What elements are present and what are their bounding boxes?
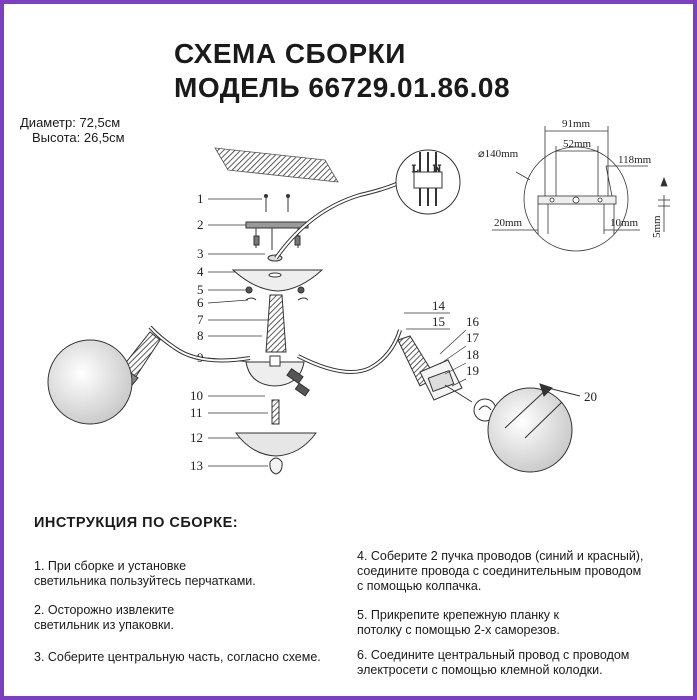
- left-arm: [113, 325, 251, 391]
- plate-dimension-labels: 91mm 52mm ⌀140mm 118mm 20mm 10mm 5mm: [478, 118, 663, 238]
- part-label-15: 15: [432, 314, 445, 329]
- height-spec: Высота: 26,5см: [32, 130, 125, 145]
- connector-n-label: N: [433, 163, 441, 175]
- diameter-spec: Диаметр: 72,5см: [20, 115, 121, 130]
- instruction-step-1: 1. При сборке и установке светильника по…: [34, 559, 256, 588]
- part-label-5: 5: [197, 282, 204, 297]
- assembly-diagram: 1 2 3 4 5 6 7 8 9 10 11 12 13: [47, 118, 670, 475]
- instruction-step-4: 4. Соберите 2 пучка проводов (синий и кр…: [357, 549, 644, 593]
- part-label-18: 18: [466, 347, 479, 362]
- part-label-8: 8: [197, 328, 204, 343]
- instruction-step-6: 6. Соедините центральный провод с провод…: [357, 648, 630, 677]
- part-label-4: 4: [197, 264, 204, 279]
- part-label-7: 7: [197, 312, 204, 327]
- wire-detail: L N: [274, 149, 461, 260]
- part-label-12: 12: [190, 430, 203, 445]
- dim-91: 91mm: [562, 118, 591, 130]
- part-label-1: 1: [197, 191, 204, 206]
- part-label-16: 16: [466, 314, 480, 329]
- dim-118: 118mm: [618, 154, 652, 166]
- instruction-step-3: 3. Соберите центральную часть, согласно …: [34, 650, 321, 664]
- part-label-13: 13: [190, 458, 203, 473]
- part-labels-right: 14 15 16 17 18 19 20: [404, 298, 597, 404]
- instruction-step-2: 2. Осторожно извлеките светильник из упа…: [34, 603, 175, 632]
- arrow-icon: [504, 383, 581, 439]
- part-label-6: 6: [197, 295, 204, 310]
- part-label-11: 11: [190, 405, 203, 420]
- diagram-title: СХЕМА СБОРКИ: [174, 38, 406, 69]
- model-number: МОДЕЛЬ 66729.01.86.08: [174, 72, 511, 103]
- instruction-step-5: 5. Прикрепите крепежную планку к потолку…: [357, 608, 560, 637]
- part-label-17: 17: [466, 330, 480, 345]
- central-assembly: [231, 194, 324, 475]
- dim-20: 20mm: [494, 217, 523, 229]
- part-label-14: 14: [432, 298, 446, 313]
- dim-52: 52mm: [563, 138, 592, 150]
- dim-10: 10mm: [610, 217, 639, 229]
- part-label-3: 3: [197, 246, 204, 261]
- part-label-19: 19: [466, 363, 479, 378]
- right-globe: [487, 387, 573, 473]
- part-label-10: 10: [190, 388, 203, 403]
- dim-5: 5mm: [651, 215, 663, 238]
- connector-l-label: L: [412, 163, 419, 175]
- part-label-2: 2: [197, 217, 204, 232]
- ceiling-surface: [214, 147, 339, 183]
- dim-140: ⌀140mm: [478, 148, 519, 160]
- part-label-20: 20: [584, 389, 597, 404]
- instructions-title: ИНСТРУКЦИЯ ПО СБОРКЕ:: [34, 515, 239, 531]
- right-arm: [297, 329, 497, 422]
- left-globe: [47, 339, 133, 425]
- mounting-plate-detail: [492, 126, 670, 252]
